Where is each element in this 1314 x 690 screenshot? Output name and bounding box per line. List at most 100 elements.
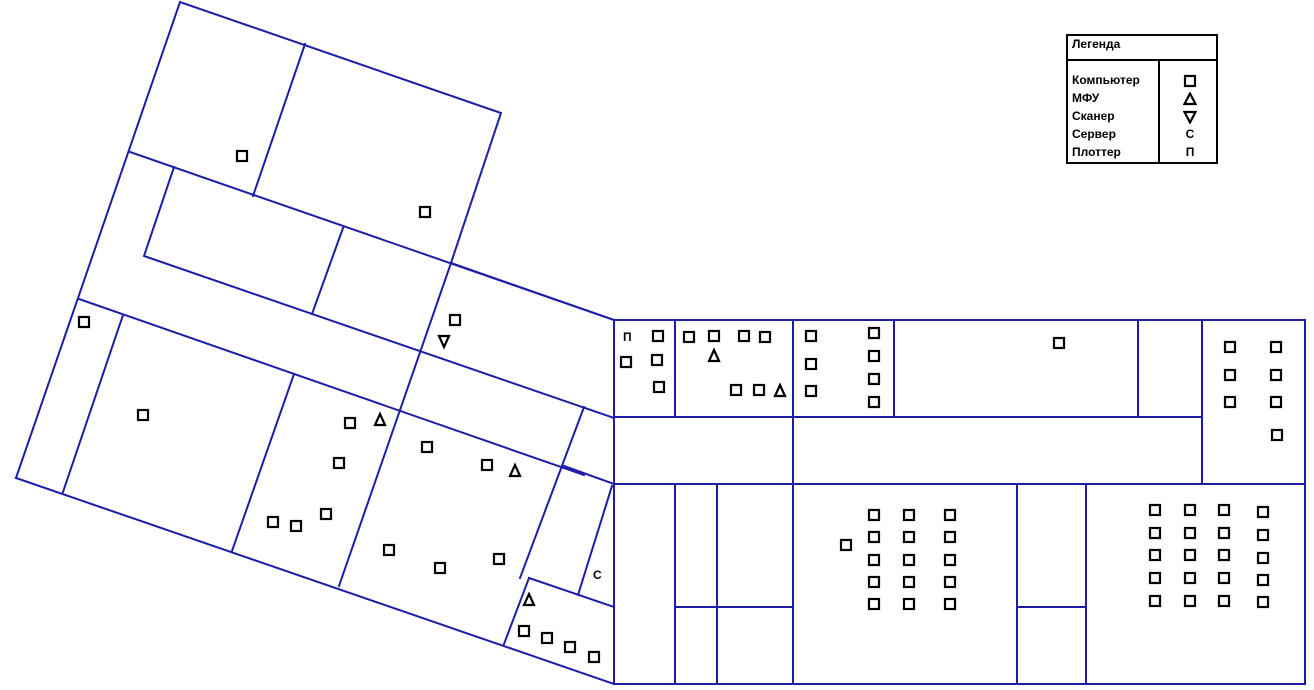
- plotter-label: П: [623, 330, 632, 344]
- scanner-icon: [437, 334, 451, 350]
- computer-icon: [867, 395, 881, 409]
- computer-icon: [418, 205, 432, 219]
- legend-divider: [1068, 59, 1216, 61]
- plotter-letter-icon: П: [1185, 145, 1195, 159]
- wall: [14, 0, 616, 480]
- computer-icon: [682, 330, 696, 344]
- computer-icon: [1183, 548, 1197, 562]
- wall: [77, 297, 586, 477]
- computer-icon: [943, 575, 957, 589]
- computer-icon: [1183, 594, 1197, 608]
- computer-icon: [619, 355, 633, 369]
- legend-item-scanner: Сканер: [1072, 107, 1212, 125]
- computer-icon: [651, 329, 665, 343]
- computer-icon: [1217, 526, 1231, 540]
- computer-icon: [902, 597, 916, 611]
- computer-icon: [319, 507, 333, 521]
- computer-icon: [729, 383, 743, 397]
- computer-icon: [1256, 551, 1270, 565]
- computer-icon: [1256, 573, 1270, 587]
- computer-icon: [867, 553, 881, 567]
- equipment-marks: [77, 149, 1284, 664]
- legend-item-computer: Компьютер: [1072, 71, 1212, 89]
- computer-icon: [1148, 594, 1162, 608]
- computer-icon: [752, 383, 766, 397]
- computer-icon: [867, 349, 881, 363]
- computer-icon: [943, 553, 957, 567]
- computer-icon: [707, 329, 721, 343]
- computer-icon: [266, 515, 280, 529]
- computer-icon: [867, 508, 881, 522]
- computer-icon: [943, 530, 957, 544]
- server-letter-icon: С: [1185, 127, 1195, 141]
- computer-icon: [587, 650, 601, 664]
- computer-icon: [1256, 595, 1270, 609]
- computer-icon: [867, 575, 881, 589]
- legend-item-mfu: МФУ: [1072, 89, 1212, 107]
- computer-icon: [839, 538, 853, 552]
- legend-label: Сервер: [1072, 127, 1116, 141]
- mfu-icon: [373, 411, 387, 427]
- legend-item-plotter: Плоттер П: [1072, 143, 1212, 161]
- mfu-icon: [773, 382, 787, 398]
- wall: [142, 165, 616, 420]
- wall: [128, 150, 616, 322]
- computer-icon: [1148, 526, 1162, 540]
- server-label: С: [593, 568, 602, 582]
- computer-icon: [737, 329, 751, 343]
- legend-label: Компьютер: [1072, 73, 1140, 87]
- computer-icon: [382, 543, 396, 557]
- computer-icon: [902, 553, 916, 567]
- computer-icon: [1256, 528, 1270, 542]
- computer-icon: [650, 353, 664, 367]
- computer-icon: [448, 313, 462, 327]
- computer-icon: [1256, 505, 1270, 519]
- scanner-triangle-down-icon: [1180, 107, 1200, 125]
- legend-item-server: Сервер С: [1072, 125, 1212, 143]
- legend-label: Сканер: [1072, 109, 1115, 123]
- computer-icon: [492, 552, 506, 566]
- wall: [613, 319, 1306, 685]
- legend-title: Легенда: [1072, 37, 1121, 51]
- computer-icon: [420, 440, 434, 454]
- computer-icon: [1148, 548, 1162, 562]
- computer-icon: [77, 315, 91, 329]
- wall: [251, 42, 307, 198]
- computer-icon: [1223, 395, 1237, 409]
- wall: [527, 576, 616, 609]
- legend-label: МФУ: [1072, 91, 1100, 105]
- computer-icon: [332, 456, 346, 470]
- computer-icon: [540, 631, 554, 645]
- mfu-icon: [522, 591, 536, 607]
- computer-icon: [1052, 336, 1066, 350]
- computer-square-icon: [1180, 71, 1200, 89]
- computer-icon: [1223, 340, 1237, 354]
- wall: [337, 261, 453, 588]
- computer-icon: [867, 530, 881, 544]
- computer-icon: [652, 380, 666, 394]
- computer-icon: [804, 329, 818, 343]
- computer-icon: [1217, 594, 1231, 608]
- computer-icon: [1148, 571, 1162, 585]
- computer-icon: [902, 530, 916, 544]
- mfu-icon: [707, 347, 721, 363]
- computer-icon: [1270, 428, 1284, 442]
- computer-icon: [867, 372, 881, 386]
- walls: [14, 0, 1306, 686]
- computer-icon: [517, 624, 531, 638]
- computer-icon: [563, 640, 577, 654]
- wall: [14, 476, 616, 686]
- wall: [310, 226, 345, 316]
- mfu-triangle-up-icon: [1180, 89, 1200, 107]
- computer-icon: [804, 384, 818, 398]
- computer-icon: [1269, 340, 1283, 354]
- wall: [562, 464, 616, 486]
- computer-icon: [804, 357, 818, 371]
- wall: [502, 576, 531, 646]
- computer-icon: [902, 508, 916, 522]
- computer-icon: [1183, 571, 1197, 585]
- computer-icon: [433, 561, 447, 575]
- computer-icon: [943, 508, 957, 522]
- wall: [576, 484, 614, 597]
